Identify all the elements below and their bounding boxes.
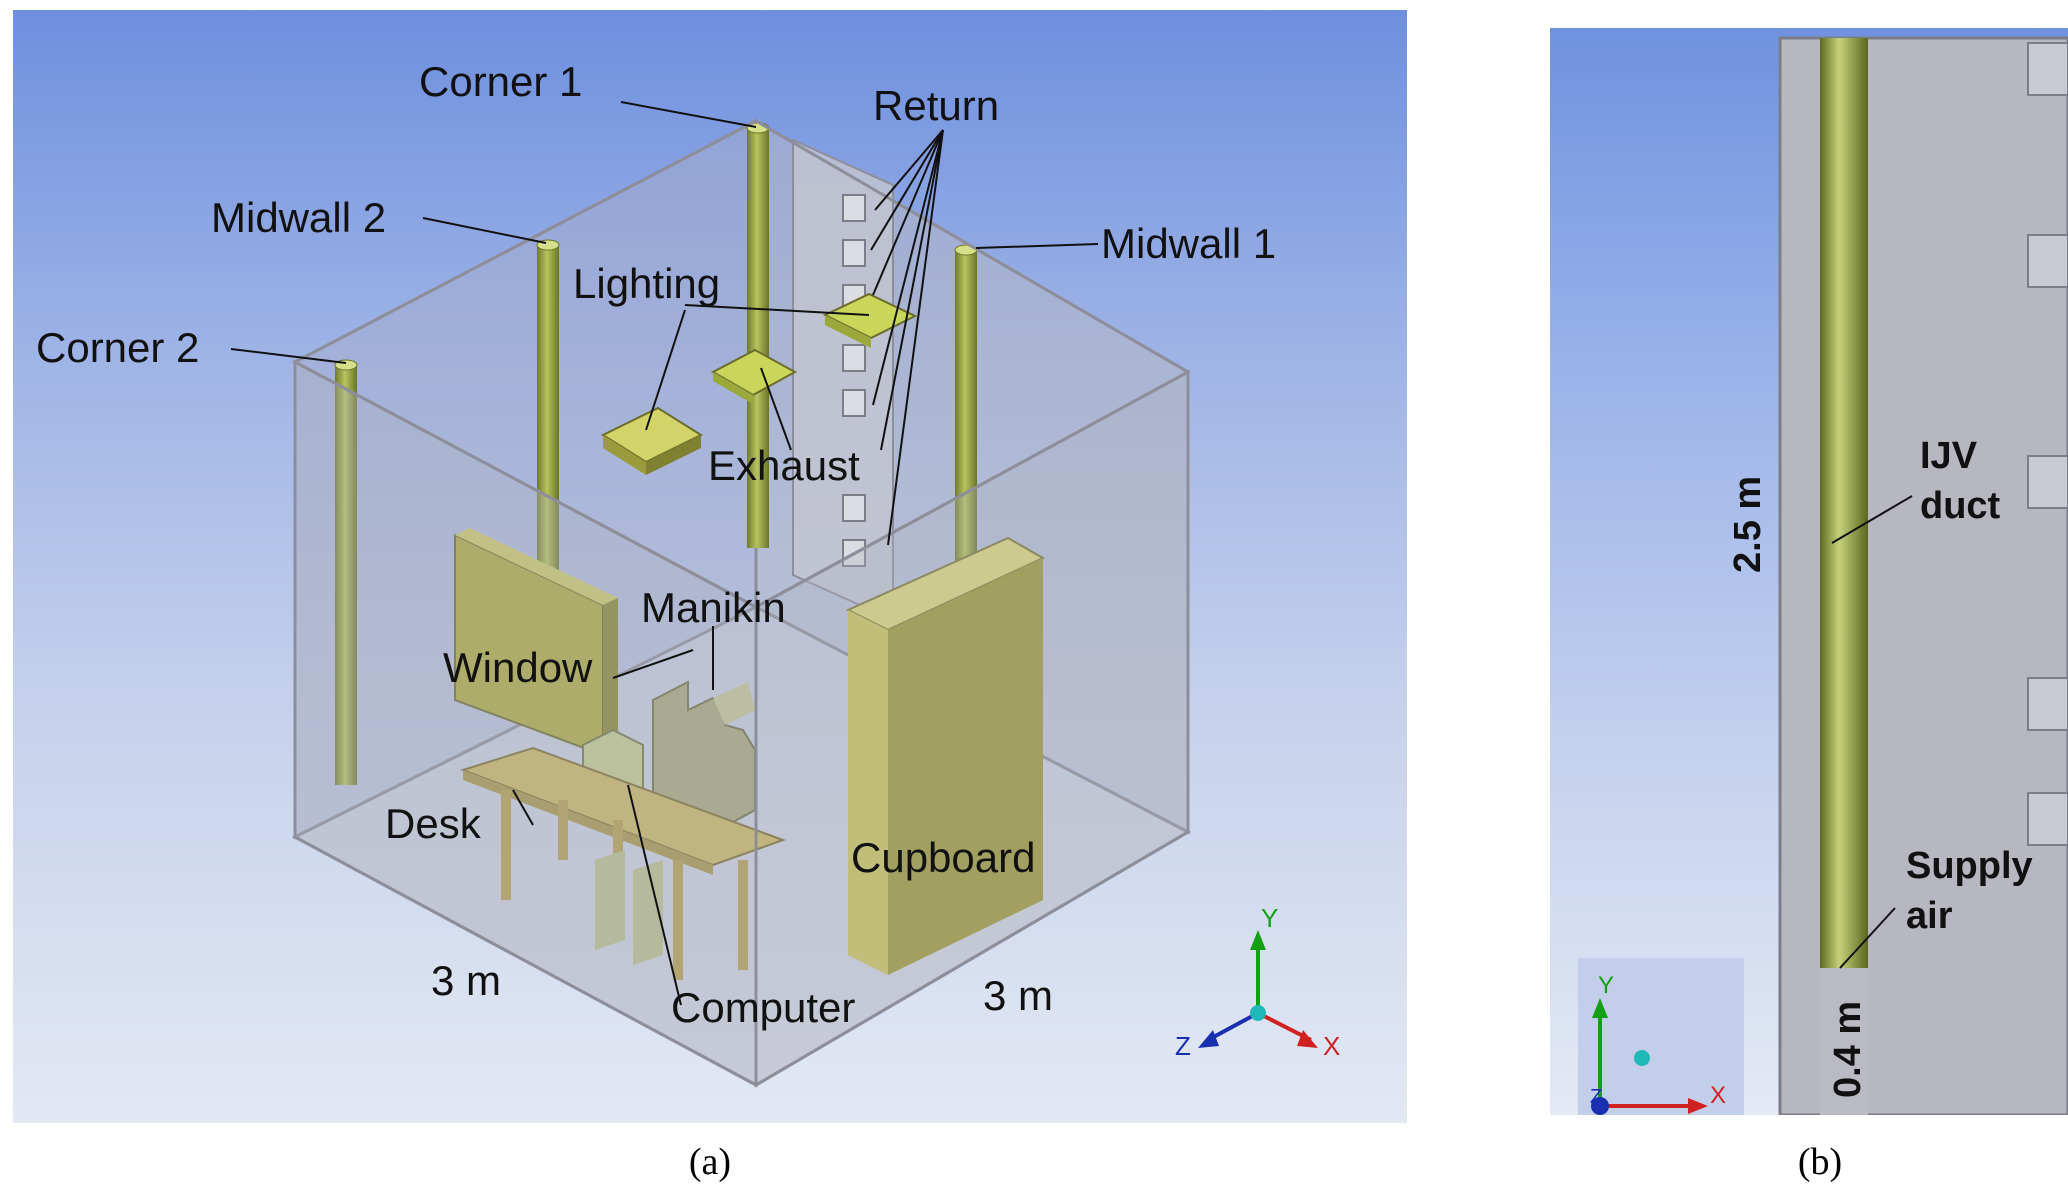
panel-a-room-model: Corner 1 Midwall 2 Midwall 1 Corner 2 Re… bbox=[13, 10, 1407, 1123]
dimension-left: 3 m bbox=[431, 957, 501, 1004]
label-duct: duct bbox=[1920, 485, 2001, 527]
label-return: Return bbox=[873, 82, 999, 129]
label-cupboard: Cupboard bbox=[851, 834, 1035, 881]
label-window: Window bbox=[443, 644, 593, 691]
exhaust-panel bbox=[710, 348, 798, 404]
wall-vent bbox=[2027, 455, 2068, 509]
axis-triad-b: Y X Z bbox=[1578, 958, 1744, 1115]
label-midwall-1: Midwall 1 bbox=[1101, 220, 1276, 267]
return-vent bbox=[842, 239, 866, 267]
top-rim bbox=[291, 119, 1192, 609]
dimension-right: 3 m bbox=[983, 972, 1053, 1019]
axis-x-label-b: X bbox=[1710, 1082, 1726, 1109]
return-vent bbox=[842, 494, 866, 522]
axis-y-label: Y bbox=[1261, 903, 1278, 933]
duct-corner-1 bbox=[747, 128, 769, 548]
return-vents bbox=[842, 194, 866, 567]
duct-corner-2 bbox=[335, 365, 357, 785]
axis-triad-a: Y X Z bbox=[1175, 903, 1340, 1061]
label-ijv: IJV bbox=[1920, 435, 1978, 477]
label-corner-2: Corner 2 bbox=[36, 324, 199, 371]
window bbox=[454, 528, 618, 757]
labels-b: IJV duct Supply air 2.5 m 0.4 m bbox=[1727, 435, 2033, 1098]
label-midwall-2: Midwall 2 bbox=[211, 194, 386, 241]
wall-vent bbox=[2027, 792, 2068, 846]
label-exhaust: Exhaust bbox=[708, 442, 860, 489]
label-corner-1: Corner 1 bbox=[419, 58, 582, 105]
lighting-panel bbox=[600, 406, 704, 475]
wall-vents bbox=[2027, 42, 2068, 846]
axis-x-label: X bbox=[1323, 1031, 1340, 1061]
label-computer: Computer bbox=[671, 984, 855, 1031]
dimension-bottom: 0.4 m bbox=[1827, 1001, 1869, 1098]
wall-vent bbox=[2027, 677, 2068, 731]
axis-z-label: Z bbox=[1175, 1031, 1191, 1061]
duct-base-gap bbox=[1820, 968, 1868, 1115]
axis-z-label-b: Z bbox=[1590, 1086, 1602, 1108]
axis-y-label-b: Y bbox=[1598, 972, 1614, 999]
wall-vent bbox=[2027, 234, 2068, 288]
label-supply: Supply bbox=[1906, 845, 2033, 887]
duct-side-view: IJV duct Supply air 2.5 m 0.4 m Y X Z bbox=[1578, 36, 2068, 1115]
label-manikin: Manikin bbox=[641, 584, 786, 631]
desk bbox=[459, 746, 786, 980]
return-vent bbox=[842, 389, 866, 417]
caption-a: (a) bbox=[688, 1141, 732, 1183]
return-vent bbox=[842, 344, 866, 372]
caption-b: (b) bbox=[1797, 1141, 1843, 1183]
dimension-height: 2.5 m bbox=[1727, 476, 1769, 573]
wall-vent bbox=[2027, 42, 2068, 96]
leader-lines bbox=[230, 101, 1099, 1006]
cupboard bbox=[845, 536, 1046, 975]
room-3d-diagram: Corner 1 Midwall 2 Midwall 1 Corner 2 Re… bbox=[36, 58, 1340, 1088]
label-lighting: Lighting bbox=[573, 260, 720, 307]
label-air: air bbox=[1906, 895, 1953, 937]
duct-midwall-1 bbox=[955, 250, 977, 640]
ijv-duct bbox=[1820, 38, 1868, 968]
label-desk: Desk bbox=[385, 800, 482, 847]
return-vent bbox=[842, 194, 866, 222]
panel-b-duct-detail: IJV duct Supply air 2.5 m 0.4 m Y X Z bbox=[1550, 28, 2068, 1115]
labels: Corner 1 Midwall 2 Midwall 1 Corner 2 Re… bbox=[36, 58, 1276, 1031]
